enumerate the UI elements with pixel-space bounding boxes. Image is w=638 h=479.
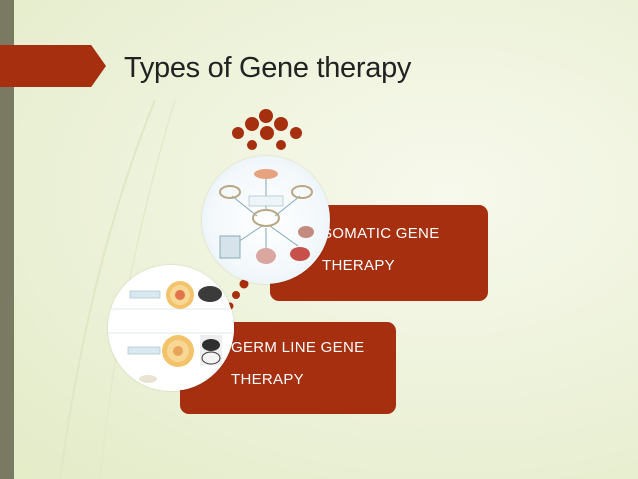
germline-therapy-label: GERM LINE GENE THERAPY <box>231 332 396 396</box>
germline-line-1: GERM LINE GENE <box>231 339 365 356</box>
somatic-line-2: THERAPY <box>322 257 395 274</box>
left-accent-bar <box>0 0 14 479</box>
somatic-line-1: SOMATIC GENE <box>322 225 440 242</box>
title-arrow-shape <box>0 45 106 87</box>
somatic-diagram-image <box>202 156 330 284</box>
germline-diagram-image <box>108 265 234 391</box>
somatic-therapy-label: SOMATIC GENE THERAPY <box>322 218 482 282</box>
slide-title: Types of Gene therapy <box>124 52 412 84</box>
germline-line-2: THERAPY <box>231 371 304 388</box>
